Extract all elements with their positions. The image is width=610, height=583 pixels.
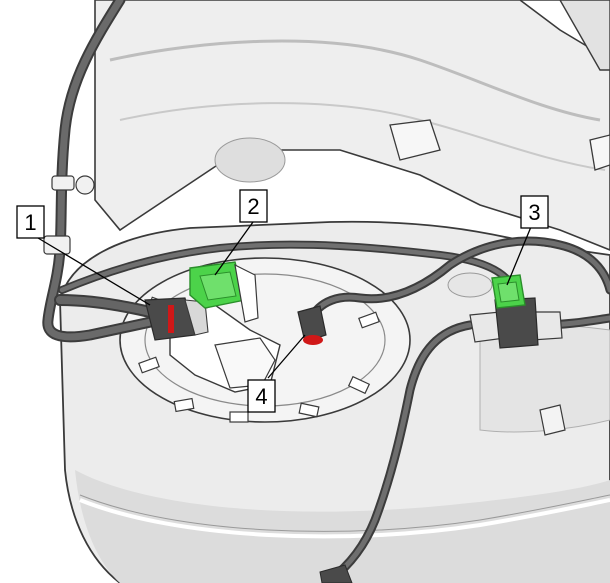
pump-module-outlet (214, 337, 276, 389)
callout-2: 2 (239, 189, 268, 223)
tank-seam-line (79, 498, 610, 539)
leader-lines (37, 221, 534, 379)
tank-lower-shading (75, 470, 610, 583)
tank-seam-line-outline (79, 494, 610, 532)
callout-1-label: 1 (24, 210, 36, 235)
callout-2-label: 2 (247, 194, 259, 219)
right-bracket (520, 0, 610, 71)
hose-clips-left (43, 175, 95, 255)
callout-3-label: 3 (528, 200, 540, 225)
callout-3: 3 (520, 195, 549, 229)
fuel-hoses (42, 0, 610, 583)
upper-body-ridge (109, 39, 601, 122)
tank-right-boss (447, 272, 493, 298)
bottom-connector (319, 564, 353, 583)
upper-tab-right (589, 134, 610, 171)
upper-dimple (214, 137, 286, 183)
callout-4-label: 4 (255, 384, 267, 409)
callout-4: 4 (247, 379, 276, 413)
connector-3-assembly (469, 274, 563, 349)
tank-right-tab (539, 404, 566, 436)
leader-line-2 (214, 221, 254, 276)
upper-body-ridge-2 (119, 102, 606, 171)
upper-tab (389, 119, 441, 161)
red-seal-4 (303, 335, 323, 345)
connector-4-assembly (297, 305, 327, 345)
upper-body-panel (94, 0, 610, 251)
red-seal-1 (168, 305, 174, 333)
leader-line-3 (506, 221, 534, 286)
callout-1: 1 (16, 205, 45, 239)
connector-2-green-plug (189, 261, 259, 323)
leader-line-1 (37, 237, 151, 306)
leader-line-4 (267, 334, 306, 379)
connector-1-assembly (144, 297, 209, 341)
